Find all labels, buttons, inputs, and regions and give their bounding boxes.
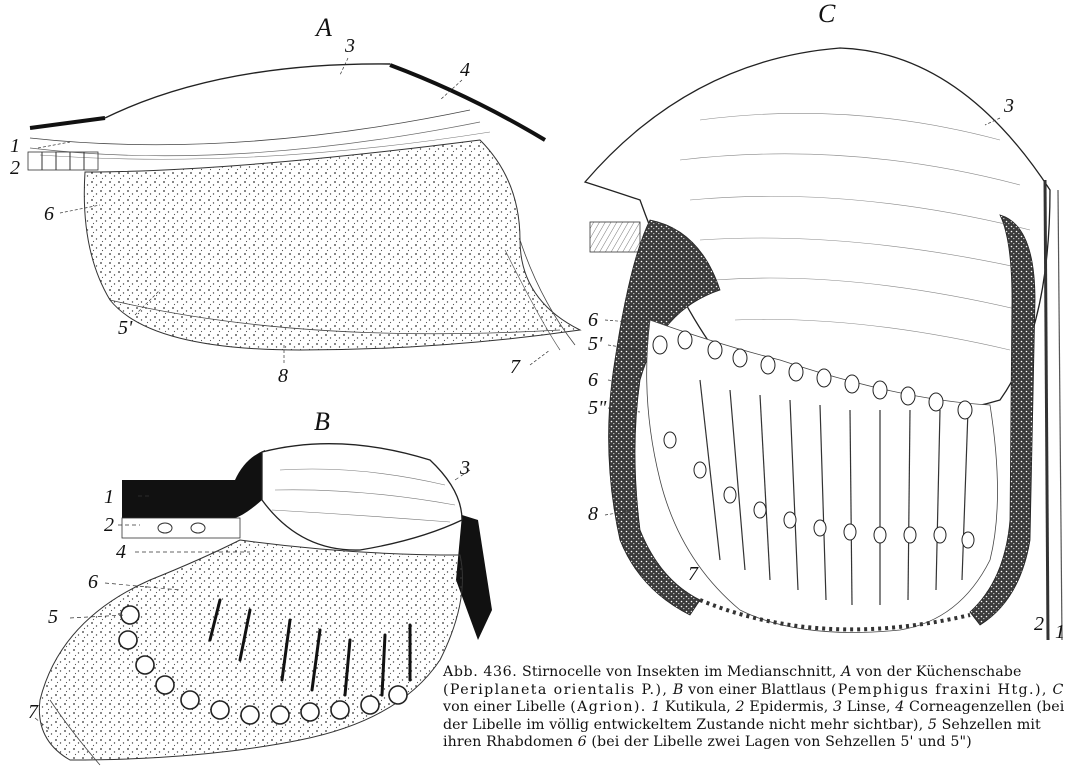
- panel-a-label-8: 8: [278, 365, 288, 387]
- panel-b-label-3: 3: [459, 457, 470, 479]
- panel-c-title: C: [818, 0, 836, 28]
- panel-c-label-5double: 5": [588, 397, 607, 419]
- panel-b-cuticle-left: [122, 450, 265, 518]
- panel-c-label-6a: 6: [588, 309, 598, 331]
- panel-a-label-3: 3: [344, 35, 355, 57]
- panel-b-label-6: 6: [88, 571, 98, 593]
- caption-b-latin: (Pemphigus fraxini Htg.),: [831, 682, 1048, 698]
- figure-caption: Abb. 436. Stirnocelle von Insekten im Me…: [443, 664, 1075, 752]
- caption-a-latin: (Periplaneta orientalis P.),: [443, 682, 668, 698]
- caption-a-text: von der Küchenschabe: [856, 664, 1021, 680]
- panel-b-lens: [262, 444, 462, 550]
- panel-a-lens: [105, 64, 390, 118]
- caption-legend-6: (bei der Libelle zwei Lagen von Sehzelle…: [591, 734, 971, 750]
- panel-c-label-8: 8: [588, 503, 598, 525]
- caption-b-text: von einer Blattlaus: [688, 682, 826, 698]
- panel-a-cuticle-left: [30, 118, 105, 128]
- panel-b-label-5: 5: [48, 606, 58, 628]
- panel-b-label-1: 1: [104, 486, 114, 508]
- caption-figure-number: Abb. 436.: [443, 664, 517, 680]
- panel-c-label-2: 2: [1034, 613, 1044, 635]
- panel-c-label-5prime: 5': [588, 333, 603, 355]
- panel-b-title: B: [314, 407, 330, 436]
- caption-c-text: von einer Libelle: [443, 699, 566, 715]
- panel-a-epidermis: [28, 152, 98, 170]
- panel-b-epidermis: [122, 518, 240, 538]
- panel-a-label-6: 6: [44, 203, 54, 225]
- panel-a-label-1: 1: [10, 135, 20, 157]
- panel-c-epidermis: [590, 222, 640, 252]
- panel-a-title: A: [314, 13, 332, 42]
- panel-c: C: [585, 0, 1065, 643]
- panel-a: A 3 4 1: [10, 13, 580, 387]
- panel-b-label-2: 2: [104, 514, 114, 536]
- panel-b-retina: [39, 540, 462, 760]
- caption-legend-1: Kutikula,: [665, 699, 731, 715]
- panel-b-label-4: 4: [116, 541, 126, 563]
- panel-b-label-7: 7: [28, 701, 39, 723]
- panel-a-label-5: 5': [118, 317, 133, 339]
- caption-legend-3: Linse,: [847, 699, 891, 715]
- panel-b: B: [28, 407, 492, 765]
- panel-a-body: [84, 140, 580, 350]
- panel-a-label-7: 7: [510, 356, 521, 378]
- caption-legend-2: Epidermis,: [749, 699, 828, 715]
- panel-a-label-4: 4: [460, 59, 470, 81]
- panel-c-label-3: 3: [1003, 95, 1014, 117]
- panel-a-label-2: 2: [10, 157, 20, 179]
- panel-c-label-6b: 6: [588, 369, 598, 391]
- caption-intro: Stirnocelle von Insekten im Medianschnit…: [522, 664, 837, 680]
- panel-c-label-7: 7: [688, 563, 699, 585]
- caption-c-latin: (Agrion).: [570, 699, 647, 715]
- panel-c-label-1: 1: [1055, 621, 1065, 643]
